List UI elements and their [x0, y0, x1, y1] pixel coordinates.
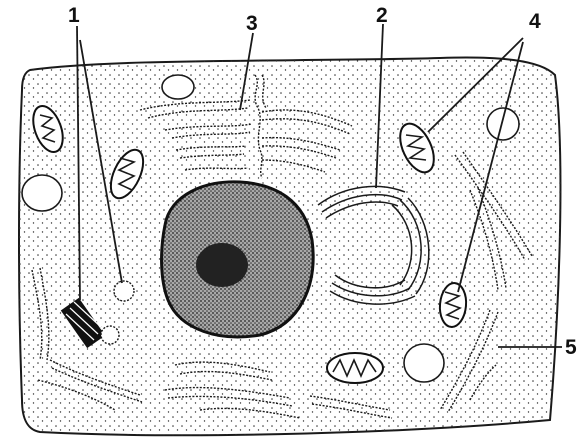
- label-2: 2: [376, 4, 388, 27]
- vacuole: [162, 75, 194, 99]
- vacuole: [487, 108, 519, 140]
- label-4: 4: [529, 10, 541, 33]
- label-3: 3: [246, 12, 258, 35]
- vacuole: [22, 175, 62, 211]
- label-1: 1: [68, 4, 80, 27]
- nucleus: [162, 182, 314, 337]
- label-5: 5: [565, 336, 577, 359]
- vacuole: [404, 344, 444, 382]
- nucleolus: [196, 243, 248, 287]
- mitochondrion: [327, 353, 383, 383]
- vesicle: [114, 281, 134, 301]
